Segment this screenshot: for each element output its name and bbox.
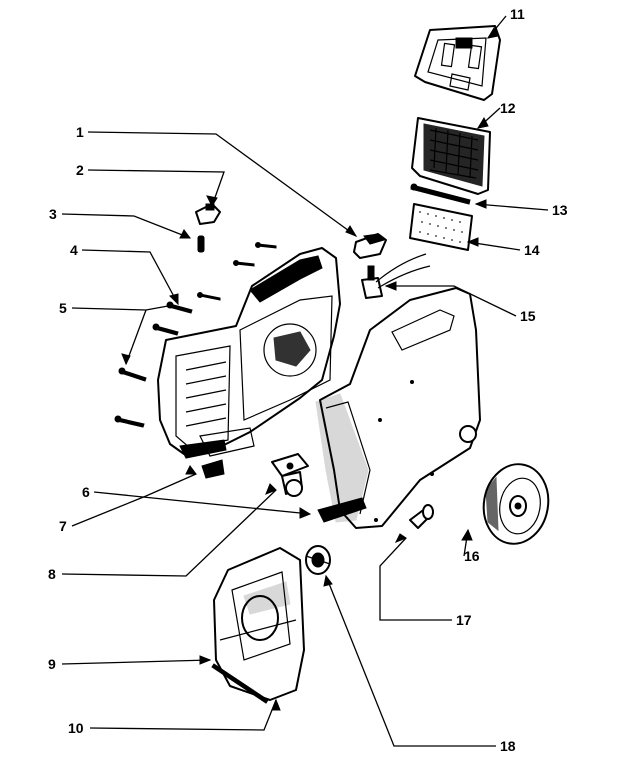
leader-lines xyxy=(61,15,549,747)
callout-9: 9 xyxy=(48,656,56,672)
part-2-bracket xyxy=(195,203,221,225)
callout-15: 15 xyxy=(520,308,536,324)
callout-5: 5 xyxy=(59,300,67,316)
callout-13: 13 xyxy=(552,202,568,218)
callout-4: 4 xyxy=(70,242,78,258)
callout-10: 10 xyxy=(68,720,84,736)
callout-3: 3 xyxy=(49,206,57,222)
right-housing-half xyxy=(315,287,481,529)
part-14-filter-pad xyxy=(409,203,473,251)
part-10-screw xyxy=(211,663,269,704)
screws-group xyxy=(114,242,277,428)
callout-8: 8 xyxy=(48,566,56,582)
part-8-caster-wheel xyxy=(271,453,309,497)
part-17-axle-bushing xyxy=(409,504,434,529)
left-housing-half xyxy=(157,247,341,479)
part-16-wheel xyxy=(482,463,550,545)
part-15-switch-wires xyxy=(361,253,431,299)
front-cover xyxy=(213,547,305,701)
callout-16: 16 xyxy=(464,548,480,564)
part-1-switch-button xyxy=(353,233,387,259)
part-3-pin xyxy=(197,235,205,253)
callout-numbers: 1 2 3 4 5 6 7 8 9 10 11 12 13 14 15 16 1… xyxy=(48,6,568,754)
callout-18: 18 xyxy=(500,738,516,754)
callout-17: 17 xyxy=(456,612,472,628)
part-18-bushing xyxy=(305,545,331,575)
callout-7: 7 xyxy=(59,518,67,534)
callout-1: 1 xyxy=(76,124,84,140)
callout-12: 12 xyxy=(500,100,516,116)
part-11-filter-cover xyxy=(414,25,501,101)
callout-14: 14 xyxy=(524,242,540,258)
arrow-heads xyxy=(121,26,499,711)
callout-11: 11 xyxy=(510,6,525,22)
callout-6: 6 xyxy=(82,484,90,500)
callout-2: 2 xyxy=(76,162,84,178)
part-13-filter-clip xyxy=(410,183,471,205)
part-12-filter-grille xyxy=(411,117,491,195)
